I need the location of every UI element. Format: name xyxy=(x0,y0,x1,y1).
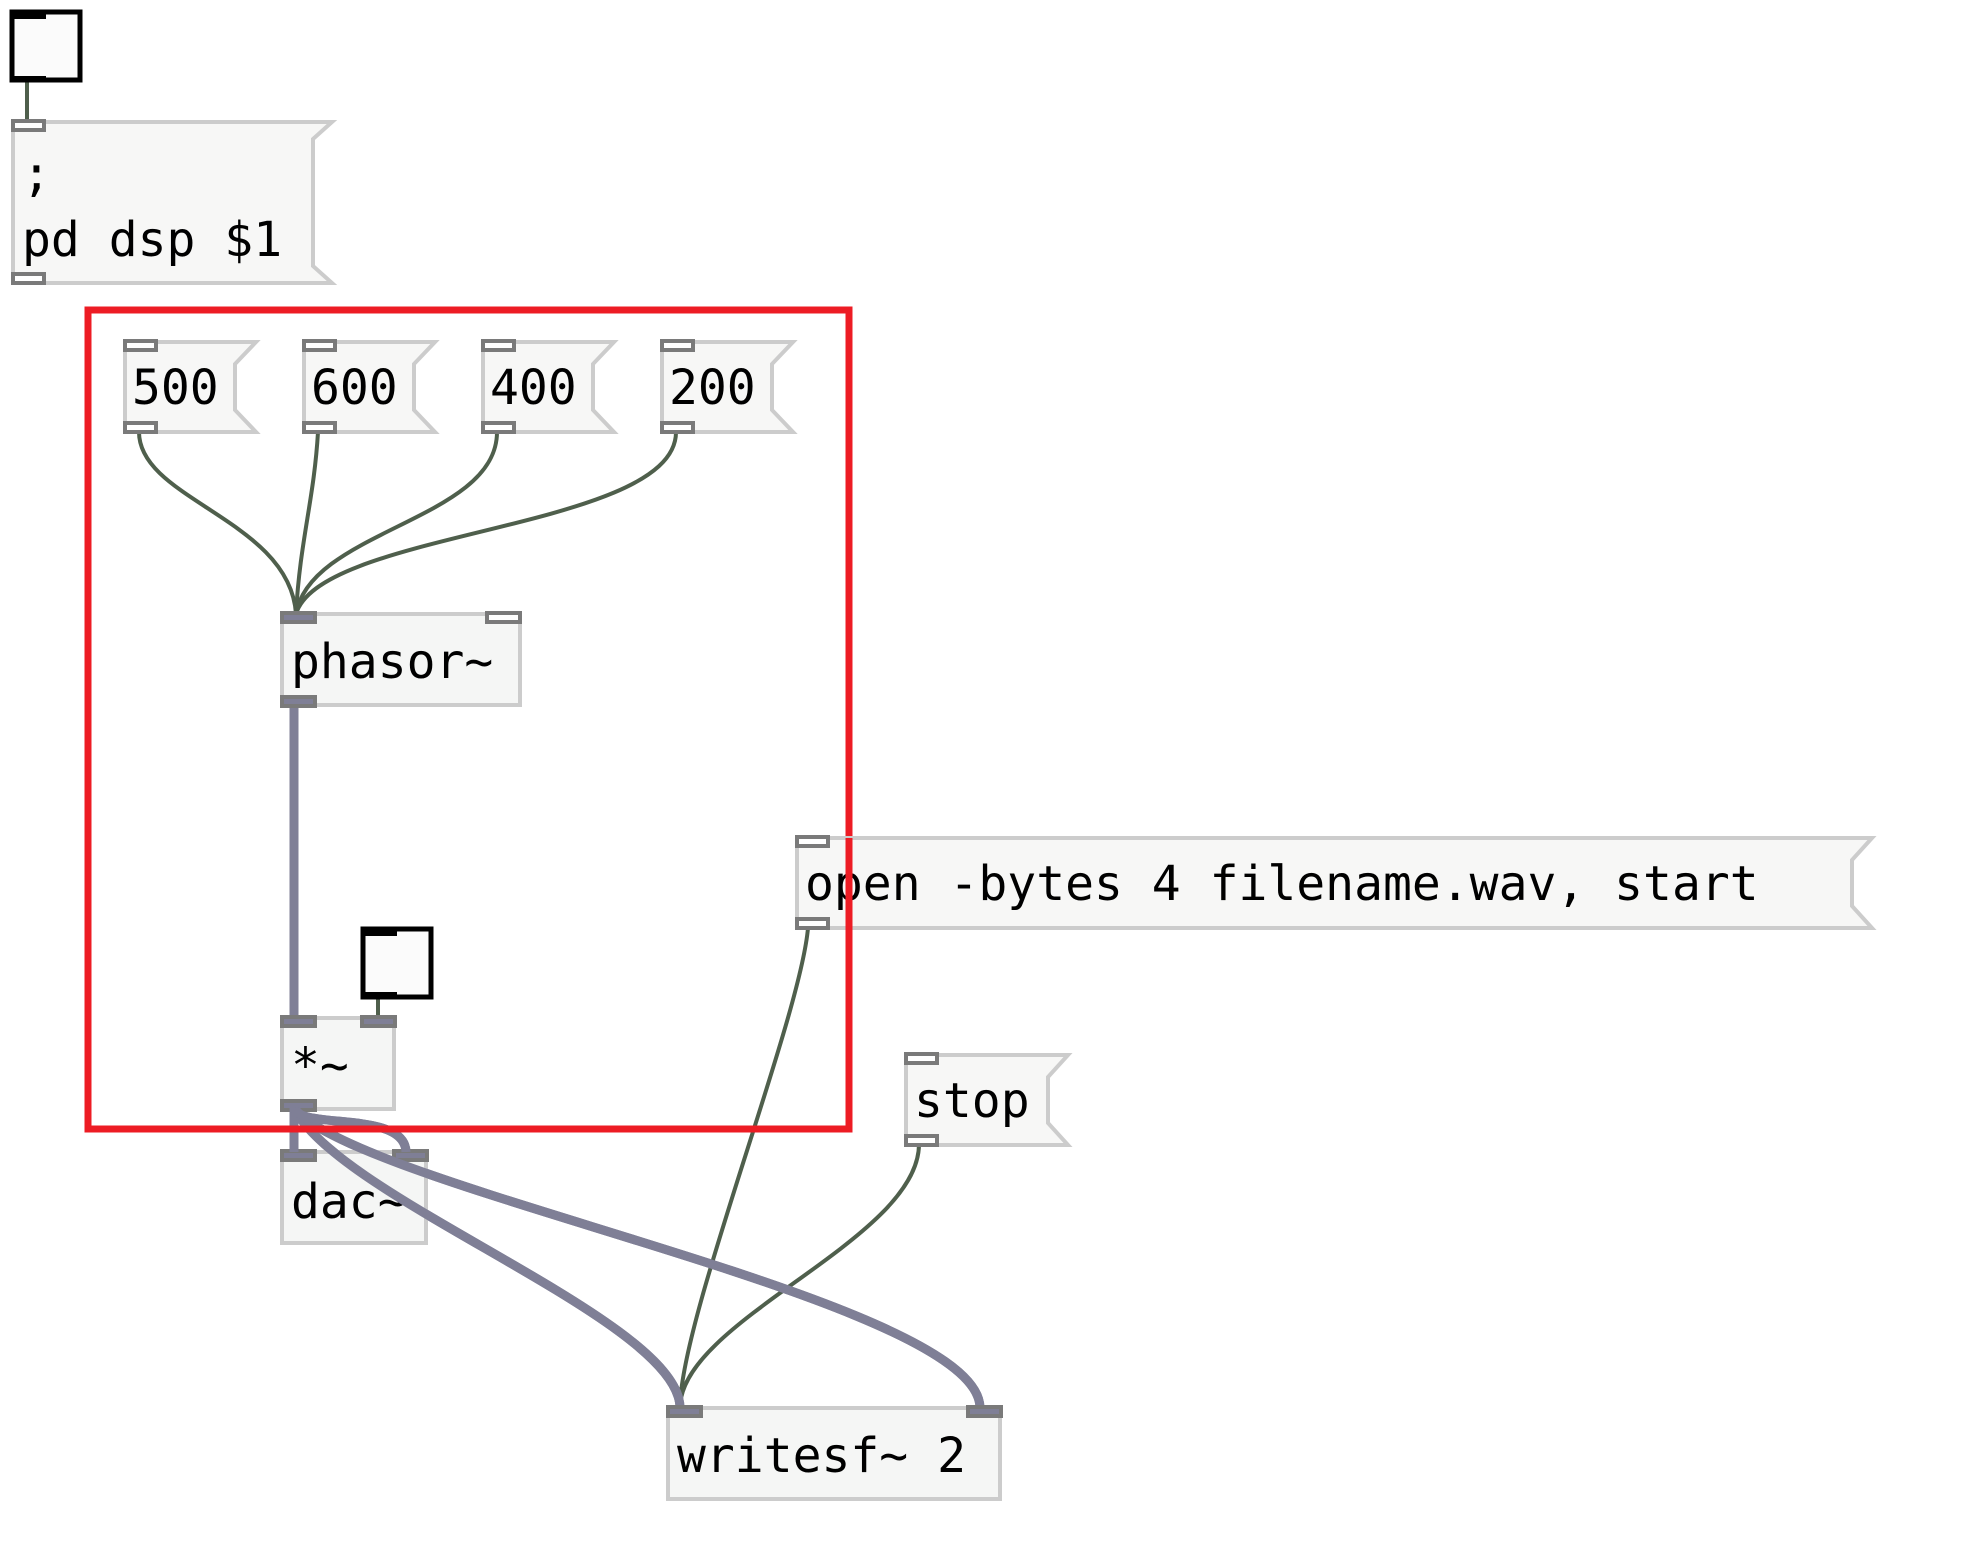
cord-600-to-phasor[interactable] xyxy=(294,431,320,615)
left-inlet xyxy=(280,1015,317,1028)
dsp-message-line-2: pd dsp $1 xyxy=(22,212,282,268)
outlet xyxy=(795,917,830,930)
stop-message-text: stop xyxy=(914,1073,1030,1129)
message-400-text: 400 xyxy=(490,360,577,416)
left-inlet xyxy=(666,1405,703,1418)
outlet xyxy=(123,421,158,434)
message-400[interactable]: 400 xyxy=(481,339,619,434)
inlet xyxy=(904,1052,939,1065)
left-inlet xyxy=(280,1149,317,1162)
cord-200-to-phasor[interactable] xyxy=(294,431,678,615)
dac-text: dac~ xyxy=(291,1174,407,1230)
inlet xyxy=(795,835,830,848)
right-inlet xyxy=(966,1405,1003,1418)
outlet xyxy=(481,421,516,434)
open-message-box[interactable]: open -bytes 4 filename.wav, start xyxy=(795,835,1877,930)
cord-500-to-phasor[interactable] xyxy=(137,431,298,615)
cord-400-to-phasor[interactable] xyxy=(294,431,499,615)
toggle-outlet xyxy=(12,76,46,82)
dsp-message-box[interactable]: ; pd dsp $1 xyxy=(11,119,338,285)
inlet xyxy=(481,339,516,352)
writesf-text: writesf~ 2 xyxy=(677,1428,966,1484)
signal-inlet xyxy=(280,611,317,624)
phasor-text: phasor~ xyxy=(291,634,493,690)
gain-toggle[interactable] xyxy=(360,926,434,1000)
message-200[interactable]: 200 xyxy=(660,339,798,434)
cord-open-to-writesf[interactable] xyxy=(678,927,810,1409)
signal-outlet xyxy=(280,695,317,708)
toggle-inlet xyxy=(12,12,46,19)
outlet xyxy=(302,421,337,434)
multiply-object[interactable]: *~ xyxy=(280,1015,397,1112)
dsp-message-line-1: ; xyxy=(22,146,51,202)
phasor-object[interactable]: phasor~ xyxy=(280,611,522,708)
open-message-text: open -bytes 4 filename.wav, start xyxy=(805,856,1759,912)
control-inlet xyxy=(485,611,522,624)
message-600[interactable]: 600 xyxy=(302,339,440,434)
outlet xyxy=(904,1134,939,1147)
inlet xyxy=(302,339,337,352)
toggle-outlet xyxy=(363,992,397,998)
stop-message-box[interactable]: stop xyxy=(904,1052,1073,1147)
dsp-toggle[interactable] xyxy=(9,9,83,83)
multiply-text: *~ xyxy=(291,1038,349,1094)
outlet xyxy=(660,421,695,434)
toggle-inlet xyxy=(363,929,397,936)
message-600-text: 600 xyxy=(311,360,398,416)
message-200-text: 200 xyxy=(669,360,756,416)
inlet xyxy=(123,339,158,352)
cord-stop-to-writesf[interactable] xyxy=(678,1143,921,1409)
right-inlet xyxy=(360,1015,397,1028)
right-inlet xyxy=(392,1149,429,1162)
message-500[interactable]: 500 xyxy=(123,339,261,434)
writesf-object[interactable]: writesf~ 2 xyxy=(666,1405,1003,1501)
outlet xyxy=(11,272,46,285)
inlet xyxy=(11,119,46,132)
inlet xyxy=(660,339,695,352)
message-500-text: 500 xyxy=(132,360,219,416)
